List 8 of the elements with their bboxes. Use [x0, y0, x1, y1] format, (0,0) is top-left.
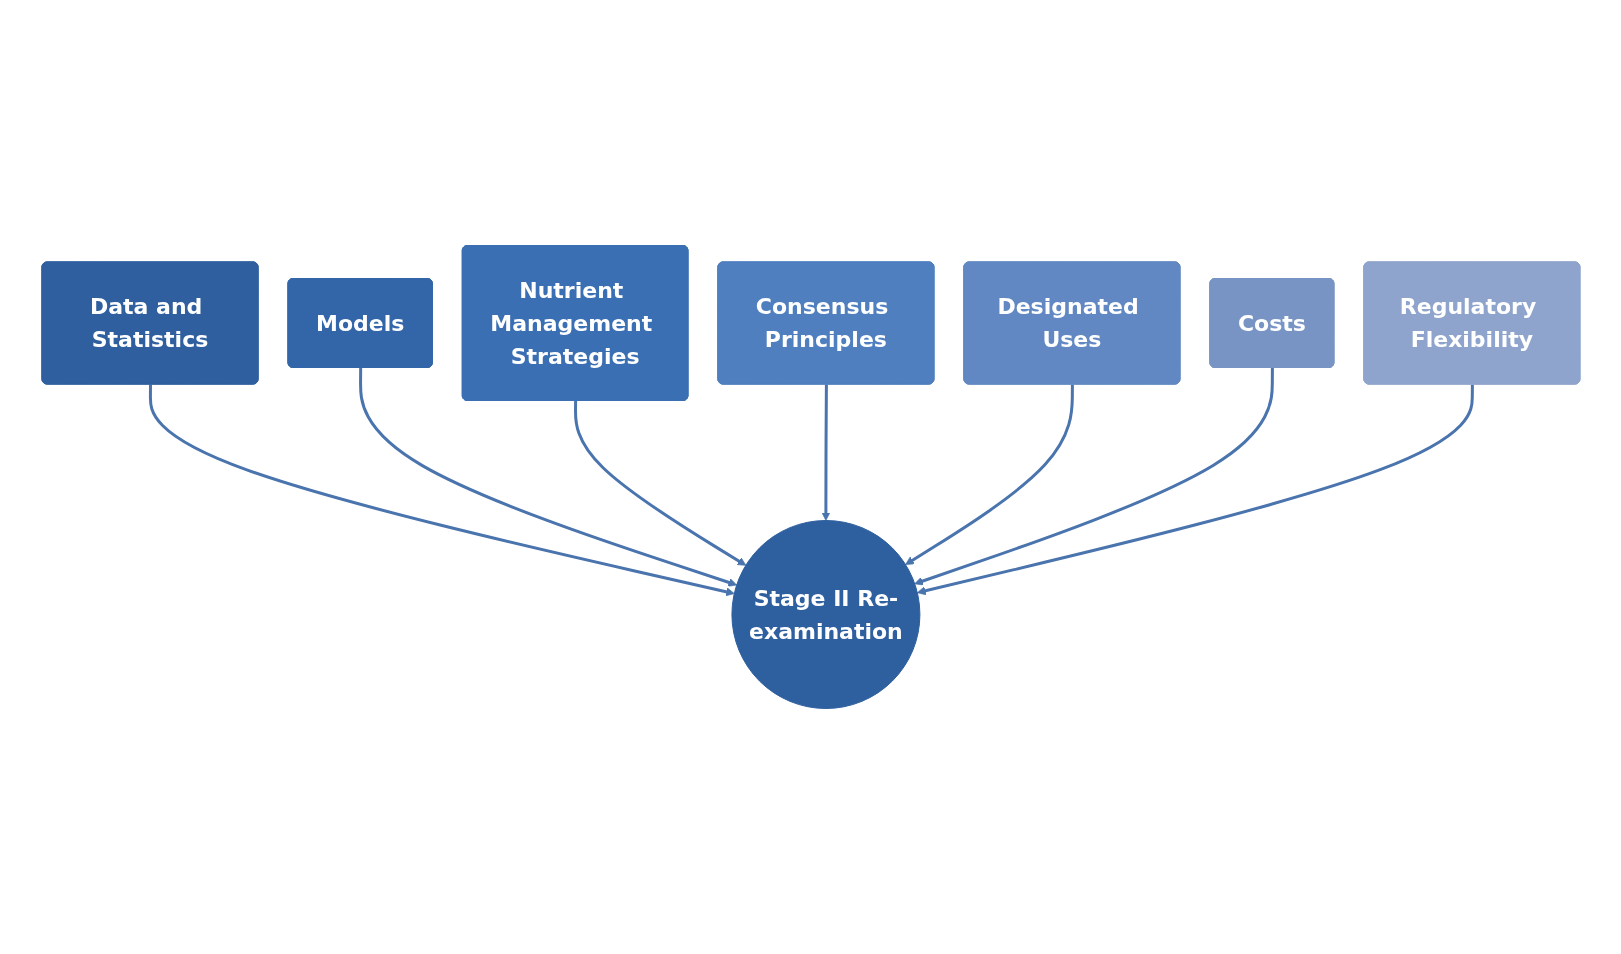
arrow — [904, 384, 1074, 565]
arrow — [913, 368, 1274, 586]
arrow — [821, 384, 830, 521]
node-circle: Stage II Re-examination — [730, 520, 920, 709]
arrow — [916, 384, 1474, 596]
arrow — [358, 368, 737, 587]
arrow — [148, 384, 735, 597]
arrow — [573, 401, 746, 566]
